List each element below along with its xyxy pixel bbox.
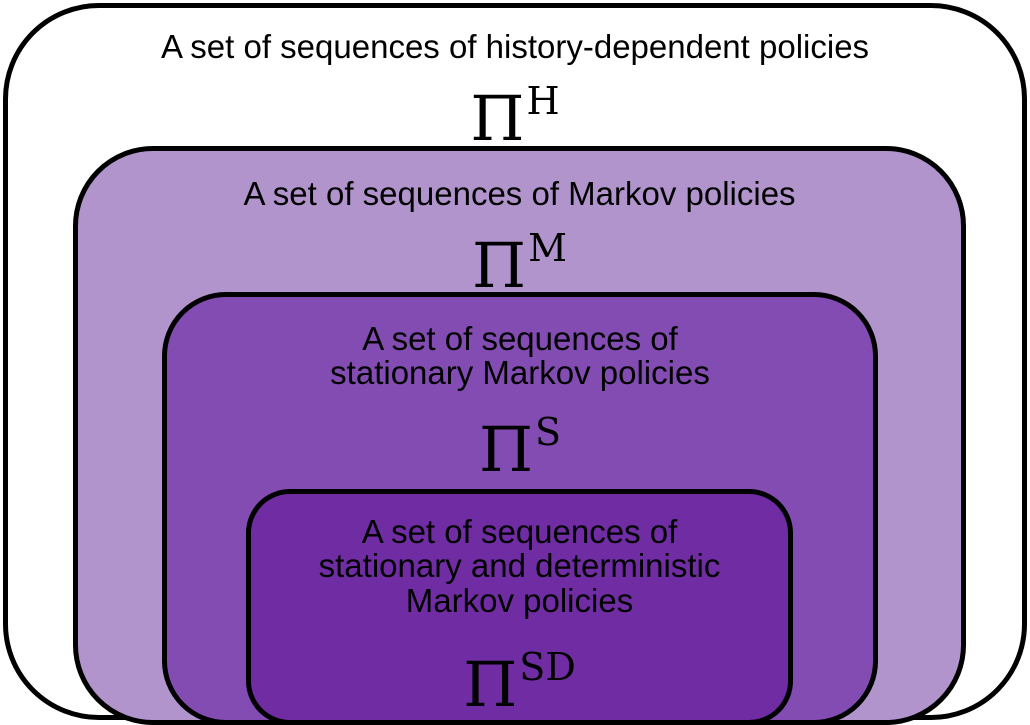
markov-set-label: A set of sequences of Markov policies [243, 175, 796, 212]
pi-symbol: Π [470, 82, 525, 155]
history-dependent-policies-set: A set of sequences of history-dependent … [3, 3, 1027, 725]
stationary-deterministic-set-label: A set of sequences of stationary and det… [318, 513, 721, 619]
history-dependent-set-symbol: ΠH [8, 82, 1022, 150]
pi-symbol: Π [463, 648, 518, 721]
markov-set-symbol: ΠM [78, 229, 961, 297]
symbol-superscript: H [526, 79, 560, 123]
symbol-superscript: S [535, 410, 562, 454]
pi-symbol: Π [472, 229, 527, 302]
symbol-superscript: M [528, 226, 567, 270]
stationary-deterministic-set-symbol: ΠSD [251, 648, 788, 716]
markov-policies-set: A set of sequences of Markov policies ΠM… [73, 146, 966, 725]
stationary-deterministic-policies-set: A set of sequences of stationary and det… [246, 489, 793, 725]
stationary-set-symbol: ΠS [167, 413, 873, 481]
stationary-set-label: A set of sequences of stationary Markov … [330, 320, 710, 392]
pi-symbol: Π [478, 413, 534, 486]
stationary-markov-policies-set: A set of sequences of stationary Markov … [162, 292, 878, 725]
symbol-superscript: SD [519, 645, 576, 689]
history-dependent-set-label: A set of sequences of history-dependent … [160, 28, 870, 65]
